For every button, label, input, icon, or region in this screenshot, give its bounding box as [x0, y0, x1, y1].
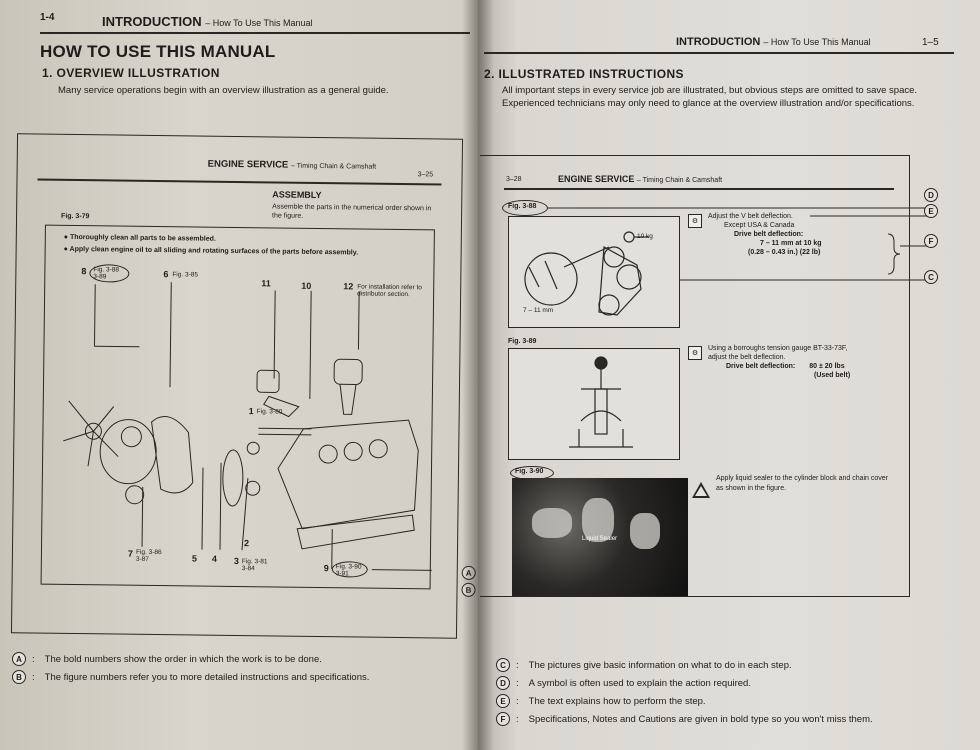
callout-letter-f: F [924, 234, 938, 248]
legend-d-colon: : [516, 677, 519, 689]
legend-c-circle: C [496, 658, 510, 672]
left-page: 1-4 INTRODUCTION – How To Use This Manua… [0, 0, 478, 750]
photo-highlight-3 [630, 513, 660, 549]
right-page: INTRODUCTION – How To Use This Manual 1–… [478, 0, 980, 750]
fig-3-88-deflection: 7 – 11 mm [523, 307, 554, 314]
fig-3-89-spec-row: Drive belt deflection: 80 ± 20 lbs [708, 362, 850, 371]
right-page-number: 1–5 [922, 37, 939, 48]
right-header: INTRODUCTION – How To Use This Manual [676, 36, 871, 48]
instruction-sample-frame: 3–28 ENGINE SERVICE – Timing Chain & Cam… [480, 155, 930, 597]
fig-3-88-line2: Except USA & Canada [724, 222, 795, 229]
fig-3-89-spec-value: 80 ± 20 lbs [809, 363, 845, 370]
left-header-rule [40, 32, 470, 34]
right-header-rule [484, 52, 954, 54]
fig-3-89-box [508, 348, 680, 460]
sample-header-sub: – Timing Chain & Camshaft [290, 162, 377, 171]
fig-3-90-label: Fig. 3-90 [515, 468, 544, 475]
fig-3-88-line1: Adjust the V belt deflection. [708, 213, 793, 220]
legend-d: D : A symbol is often used to explain th… [496, 676, 751, 690]
legend-d-text: A symbol is often used to explain the ac… [528, 677, 751, 689]
legend-b: B : The figure numbers refer you to more… [12, 670, 369, 684]
fig-3-88-oval [502, 200, 548, 216]
fig-3-88-text: Adjust the V belt deflection. Except USA… [708, 212, 821, 257]
left-header-title-text: INTRODUCTION [102, 14, 202, 29]
fig-3-88-line3: Drive belt deflection: [734, 231, 804, 238]
sample-right-page-number: 3–28 [506, 176, 522, 183]
legend-f-colon: : [516, 713, 519, 725]
fig-3-89-spec-label: Drive belt deflection: [726, 363, 796, 370]
fig-3-88-box: 10 kg 7 – 11 mm [508, 216, 680, 328]
sample-right-header-title: ENGINE SERVICE [558, 174, 635, 184]
fig-3-79-label: Fig. 3-79 [61, 212, 90, 221]
exploded-engine-drawing [63, 282, 436, 572]
legend-e-colon: : [516, 695, 519, 707]
fig-3-89-text: Using a borroughs tension gauge BT-33-73… [708, 344, 850, 380]
left-page-number: 1-4 [40, 12, 55, 23]
fig-3-89-spec-note: (Used belt) [814, 372, 851, 379]
left-header-sub: – How To Use This Manual [205, 18, 313, 28]
assembly-text: Assemble the parts in the numerical orde… [272, 203, 432, 220]
legend-a-colon: : [32, 653, 35, 665]
callout-letter-d: D [924, 188, 938, 202]
overview-intro-text: Many service operations begin with an ov… [58, 85, 389, 96]
legend-c-colon: : [516, 659, 519, 671]
right-header-sub: – How To Use This Manual [763, 37, 871, 47]
photo-highlight-2 [582, 498, 614, 542]
tension-gauge-drawing [569, 356, 633, 448]
belt-deflection-drawing [524, 231, 649, 316]
illustrated-intro-line2: Experienced technicians may only need to… [502, 98, 915, 109]
right-header-title: INTRODUCTION [676, 36, 761, 48]
legend-f-circle: F [496, 712, 510, 726]
illustrated-intro-line1: All important steps in every service job… [502, 85, 918, 96]
sample-right-rule [504, 188, 894, 190]
sample-page-number: 3–25 [417, 171, 434, 179]
adjust-symbol-icon: ⚙ [688, 214, 702, 228]
callout-letter-e: E [924, 204, 938, 218]
legend-e-text: The text explains how to perform the ste… [528, 695, 706, 707]
liquid-sealer-photo: Liquid Sealer [512, 478, 688, 596]
legend-f: F : Specifications, Notes and Cautions a… [496, 712, 873, 726]
section-heading-illustrated: 2. ILLUSTRATED INSTRUCTIONS [484, 67, 684, 81]
legend-f-text: Specifications, Notes and Cautions are g… [528, 713, 873, 725]
legend-e-circle: E [496, 694, 510, 708]
callout-letter-c: C [924, 270, 938, 284]
sample-header-title: ENGINE SERVICE [207, 158, 289, 171]
photo-label: Liquid Sealer [582, 536, 618, 542]
page-heading: HOW TO USE THIS MANUAL [40, 42, 276, 61]
sample-header: ENGINE SERVICE – Timing Chain & Camshaft [208, 159, 377, 172]
fig-3-89-line1: Using a borroughs tension gauge BT-33-73… [708, 345, 848, 352]
assembly-heading: ASSEMBLY [272, 189, 322, 201]
legend-c: C : The pictures give basic information … [496, 658, 792, 672]
fig-3-89-line2: adjust the belt deflection. [708, 354, 786, 361]
sample-right-header-sub: – Timing Chain & Camshaft [636, 177, 723, 184]
fig-3-89-label: Fig. 3-89 [508, 338, 537, 345]
fig-3-88-label: Fig. 3-88 [508, 203, 537, 210]
legend-a-text: The bold numbers show the order in which… [44, 653, 322, 665]
legend-d-circle: D [496, 676, 510, 690]
fig-3-88-spec2: (0.28 – 0.43 in.) (22 lb) [748, 249, 821, 256]
fig-3-88-weight: 10 kg [637, 233, 653, 240]
legend-e: E : The text explains how to perform the… [496, 694, 706, 708]
book-gutter [462, 0, 494, 750]
legend-b-circle: B [12, 670, 26, 684]
section-heading-overview: 1. OVERVIEW ILLUSTRATION [42, 66, 220, 80]
legend-a-circle: A [12, 652, 26, 666]
legend-b-text: The figure numbers refer you to more det… [44, 671, 370, 683]
left-header-title: INTRODUCTION – How To Use This Manual [102, 14, 313, 29]
callout-connectors [548, 207, 930, 281]
legend-a: A : The bold numbers show the order in w… [12, 652, 322, 666]
gauge-symbol-icon: ⚙ [688, 346, 702, 360]
overview-sample-frame: ENGINE SERVICE – Timing Chain & Camshaft… [10, 133, 476, 639]
exploded-view-box: ● Thoroughly clean all parts to be assem… [40, 224, 476, 597]
sample-header-rule [37, 178, 442, 185]
fig-3-90-text: Apply liquid sealer to the cylinder bloc… [716, 475, 888, 492]
photo-highlight-1 [532, 508, 572, 538]
legend-c-text: The pictures give basic information on w… [528, 659, 792, 671]
caution-icon [692, 482, 710, 498]
legend-b-colon: : [32, 671, 35, 683]
fig-3-88-spec1: 7 – 11 mm at 10 kg [760, 240, 822, 247]
sample-right-header: ENGINE SERVICE – Timing Chain & Camshaft [558, 174, 722, 184]
